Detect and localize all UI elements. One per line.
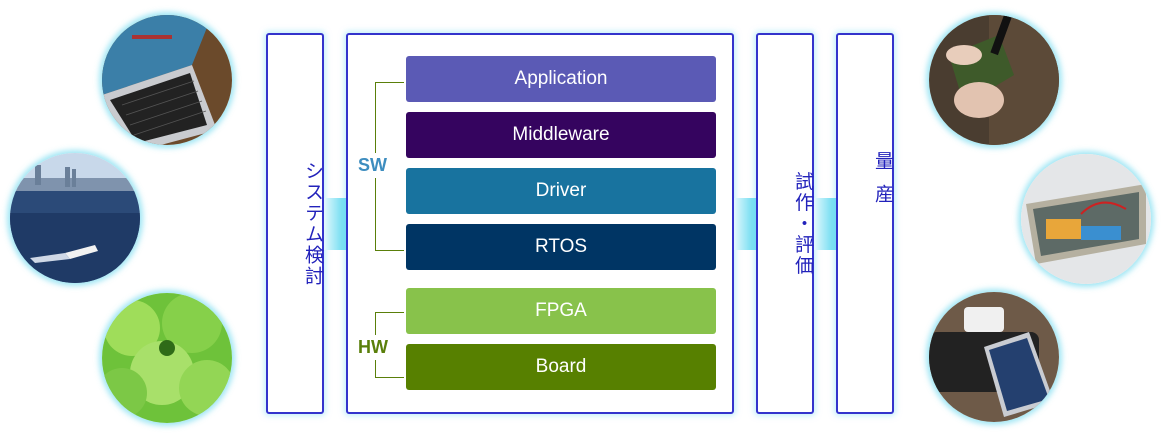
sw-group-label: SW	[358, 153, 387, 178]
architecture-stack: SW HW Application Middleware Driver RTOS…	[346, 33, 734, 414]
photo-laptop	[102, 15, 232, 145]
flow-connector	[814, 198, 837, 250]
boat-image	[10, 153, 140, 283]
enclosure-image	[1021, 154, 1151, 284]
stage-prototype-eval-label: 試作・評価	[792, 171, 813, 276]
photo-lettuce	[102, 293, 232, 423]
stage-mass-production: 量産	[836, 33, 894, 414]
hw-group-label: HW	[358, 335, 388, 360]
stage-system-study: システム検討	[266, 33, 324, 414]
flow-connector	[734, 198, 757, 250]
radio-image	[929, 15, 1059, 145]
stage-mass-production-label: 量産	[872, 150, 893, 217]
laptop-image	[102, 15, 232, 145]
stage-system-study-label: システム検討	[302, 160, 323, 287]
layer-middleware: Middleware	[406, 112, 716, 158]
flow-connector	[324, 198, 347, 250]
layer-board: Board	[406, 344, 716, 390]
solar-device-image	[929, 292, 1059, 422]
layer-driver: Driver	[406, 168, 716, 214]
layer-fpga: FPGA	[406, 288, 716, 334]
photo-boat	[10, 153, 140, 283]
stage-prototype-eval: 試作・評価	[756, 33, 814, 414]
layer-rtos: RTOS	[406, 224, 716, 270]
layer-application: Application	[406, 56, 716, 102]
photo-enclosure	[1021, 154, 1151, 284]
photo-solar-device	[929, 292, 1059, 422]
lettuce-image	[102, 293, 232, 423]
photo-radio	[929, 15, 1059, 145]
